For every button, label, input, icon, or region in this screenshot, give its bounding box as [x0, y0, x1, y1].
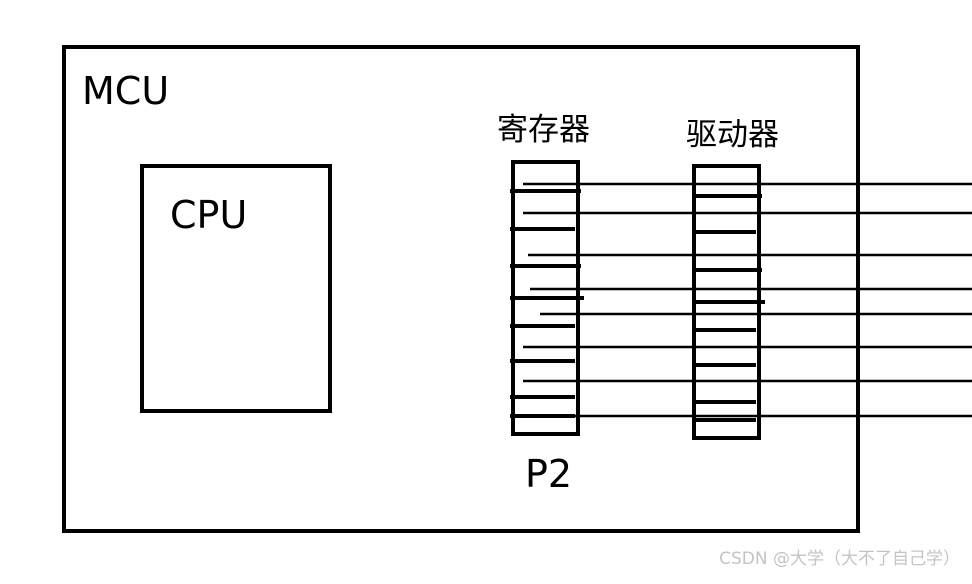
driver-pin-bars — [692, 194, 765, 422]
cpu-label: CPU — [170, 193, 248, 237]
driver-label: 驱动器 — [686, 117, 779, 153]
output-lines — [523, 182, 972, 418]
cpu-box — [140, 164, 332, 413]
watermark: CSDN @大学（大不了自己学） — [719, 549, 960, 569]
mcu-label: MCU — [82, 69, 170, 113]
register-label: 寄存器 — [497, 112, 590, 148]
port-p2-label: P2 — [525, 452, 573, 496]
